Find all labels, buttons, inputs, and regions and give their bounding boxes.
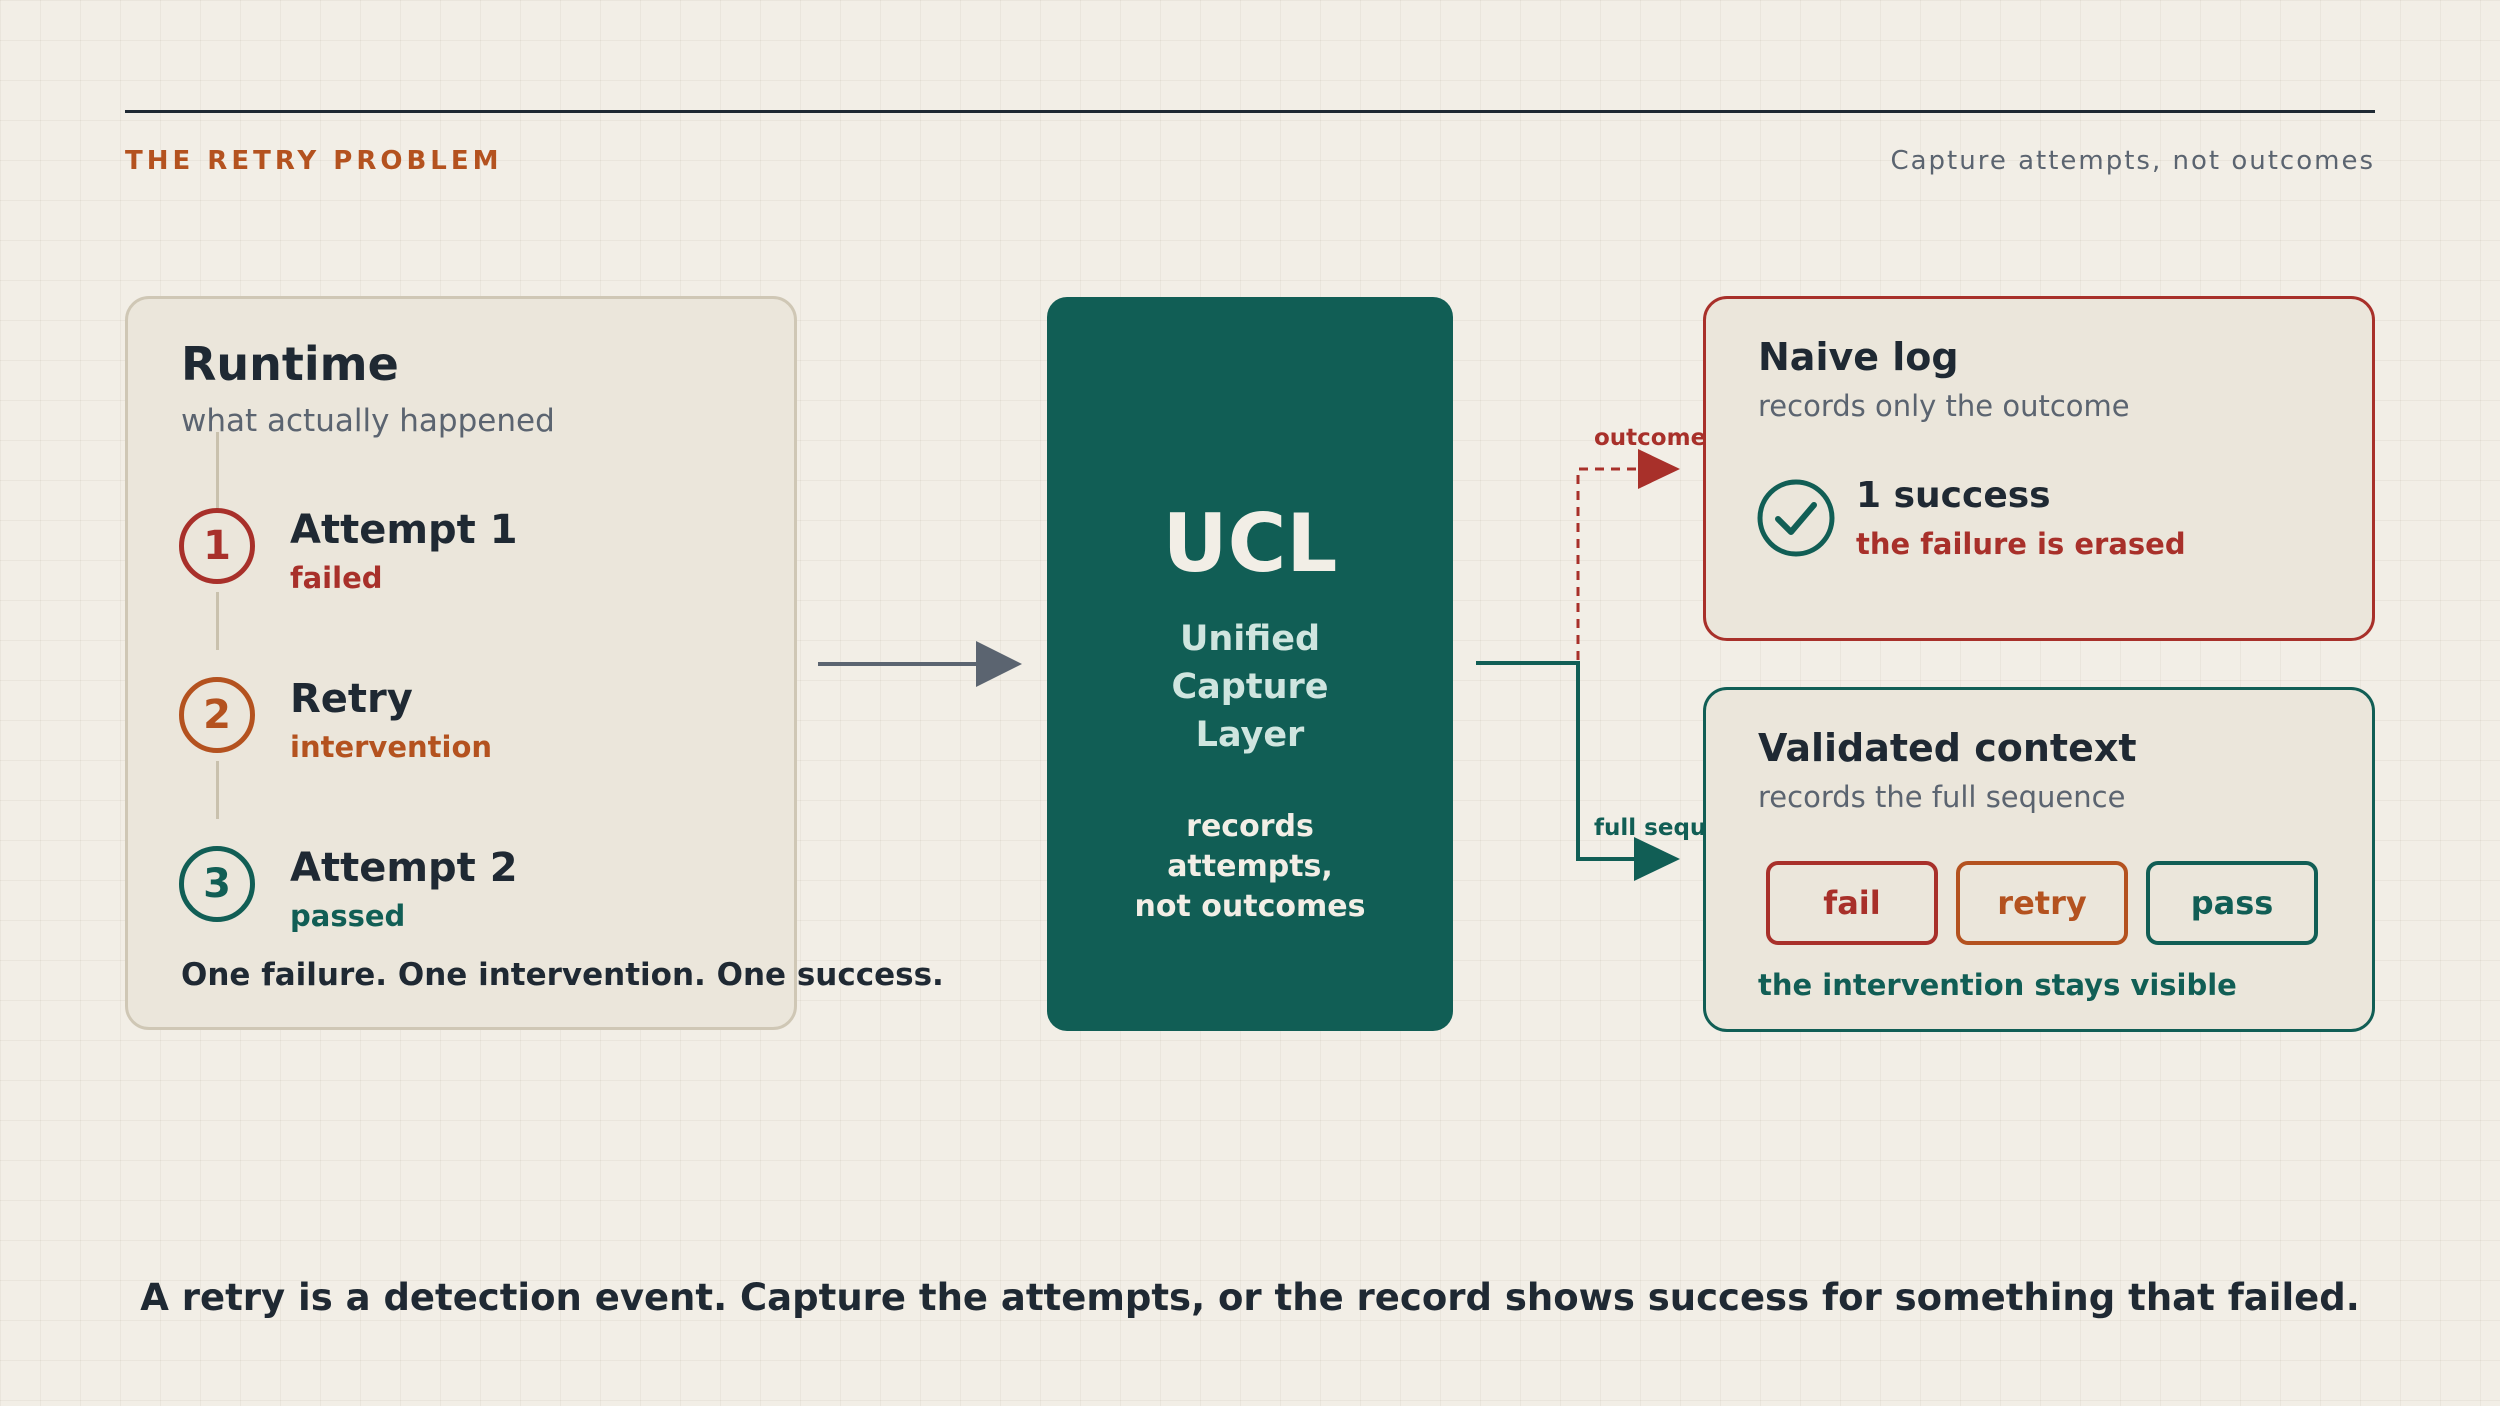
ucl-name-line: Unified — [1179, 619, 1321, 659]
naive-log-card: Naive log records only the outcome 1 suc… — [1703, 296, 2375, 641]
step-1-title: Attempt 1 — [290, 507, 518, 553]
runtime-card: Runtime what actually happened 1 Attempt… — [125, 296, 944, 1030]
check-circle-icon — [1757, 479, 1835, 557]
ucl-name-line: Layer — [1195, 715, 1305, 755]
header-rule — [125, 110, 2375, 113]
step-2-circle: 2 — [179, 677, 255, 753]
step-connector — [216, 761, 219, 819]
ucl-full-name: Unified Capture Layer — [1047, 615, 1453, 759]
step-1-circle: 1 — [179, 508, 255, 584]
ucl-desc-line: records — [1186, 809, 1314, 844]
eyebrow-title: THE RETRY PROBLEM — [125, 146, 503, 176]
ucl-desc-line: not outcomes — [1134, 889, 1366, 924]
runtime-title: Runtime — [181, 337, 399, 391]
outcome-only-arrow — [1576, 449, 1680, 660]
step-connector — [216, 592, 219, 650]
pill-pass: pass — [2146, 861, 2318, 945]
validated-footer: the intervention stays visible — [1758, 968, 2237, 1002]
step-connector — [216, 432, 219, 532]
runtime-subtitle: what actually happened — [181, 403, 555, 439]
pill-fail: fail — [1766, 861, 1938, 945]
naive-success-subtitle: the failure is erased — [1856, 527, 2186, 561]
runtime-to-ucl-arrow — [818, 641, 1022, 687]
ucl-name-line: Capture — [1171, 667, 1329, 707]
runtime-summary: One failure. One intervention. One succe… — [181, 957, 944, 993]
validated-context-card: Validated context records the full seque… — [1703, 687, 2375, 1032]
step-3-circle: 3 — [179, 846, 255, 922]
step-2-status: intervention — [290, 730, 493, 764]
ucl-block: UCL Unified Capture Layer records attemp… — [1047, 297, 1453, 1031]
naive-success-title: 1 success — [1856, 475, 2051, 516]
full-sequence-arrow — [1476, 661, 1680, 881]
validated-title: Validated context — [1758, 726, 2137, 770]
ucl-title: UCL — [1162, 497, 1338, 590]
ucl-description: records attempts, not outcomes — [1047, 807, 1453, 927]
validated-subtitle: records the full sequence — [1758, 780, 2126, 814]
naive-log-title: Naive log — [1758, 335, 1959, 379]
naive-log-subtitle: records only the outcome — [1758, 389, 2130, 423]
ucl-desc-line: attempts, — [1167, 849, 1333, 884]
header-tagline: Capture attempts, not outcomes — [1890, 146, 2375, 176]
step-1-status: failed — [290, 561, 383, 595]
step-3-title: Attempt 2 — [290, 845, 518, 891]
step-3-status: passed — [290, 899, 406, 933]
pill-retry: retry — [1956, 861, 2128, 945]
step-2-title: Retry — [290, 676, 413, 722]
takeaway-text: A retry is a detection event. Capture th… — [140, 1276, 2360, 1319]
